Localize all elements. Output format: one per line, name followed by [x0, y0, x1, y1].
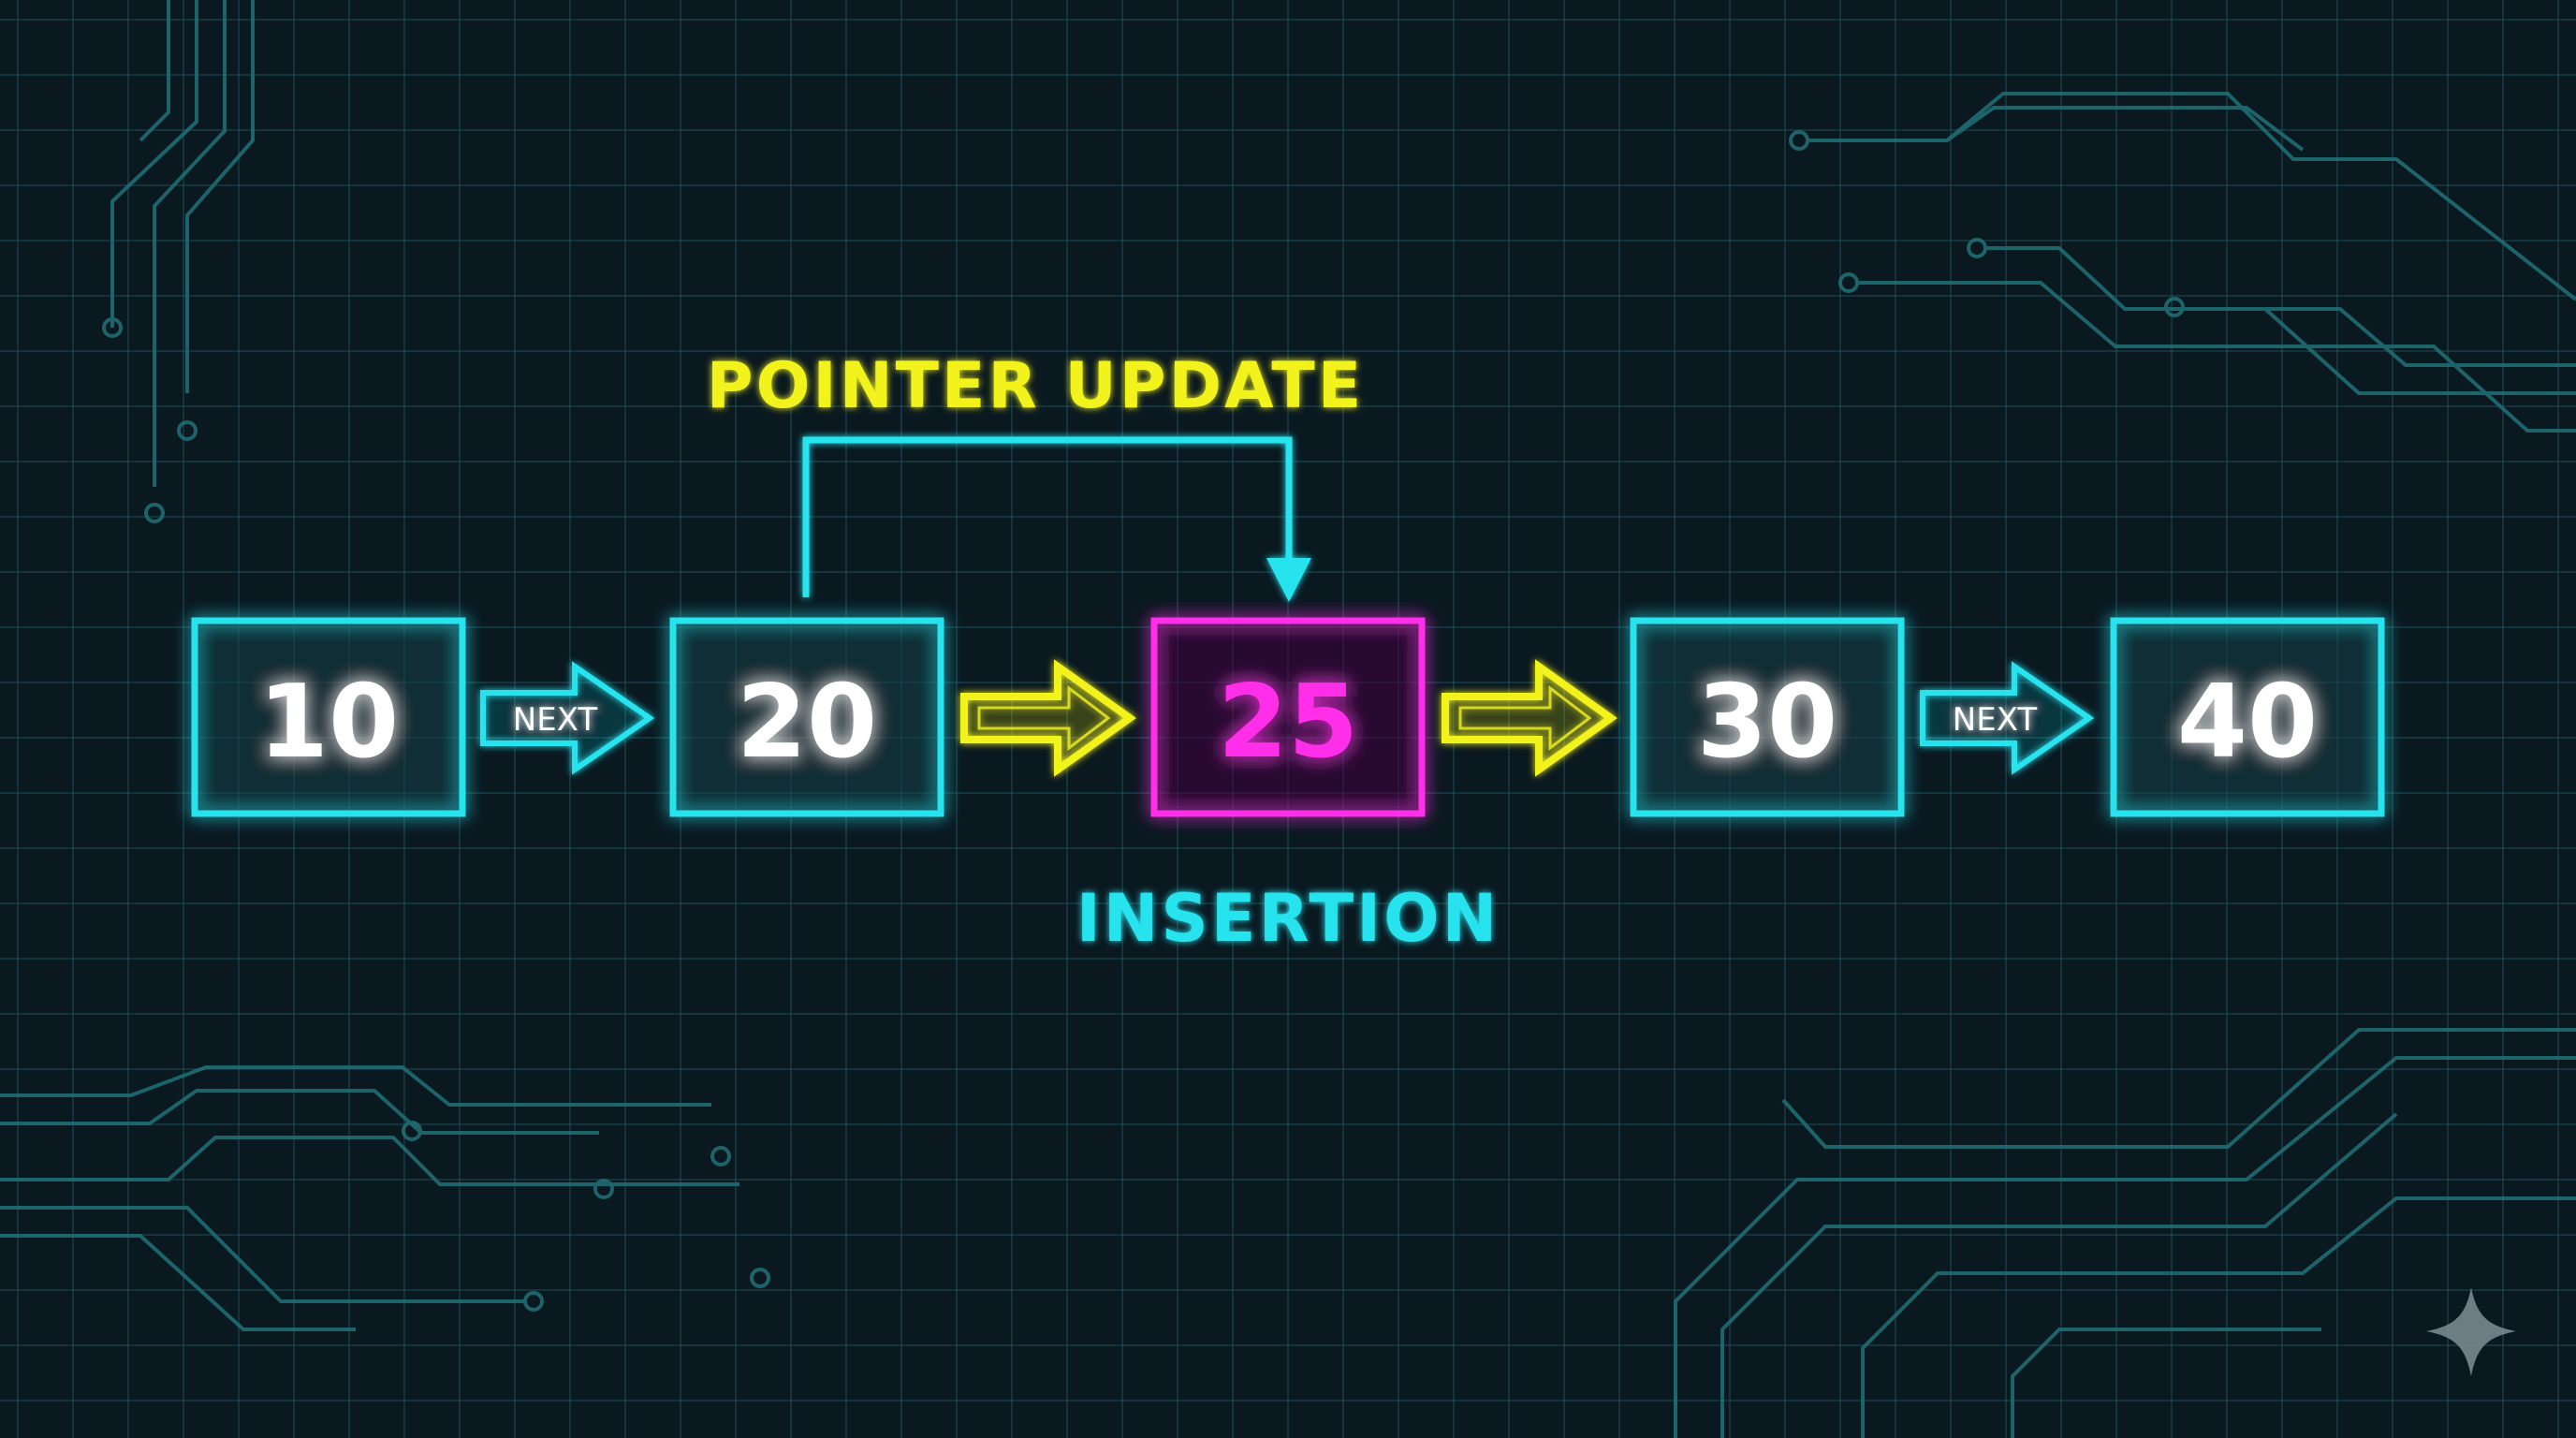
arrow-right-icon [1920, 661, 2095, 775]
node-box [191, 617, 466, 817]
next-label: NEXT [513, 701, 598, 739]
next-label: NEXT [1953, 701, 2038, 739]
node-box [1150, 617, 1426, 817]
arrow-right-icon [480, 661, 655, 775]
arrow-right-icon [960, 659, 1136, 777]
arrow-right-icon [1442, 659, 1617, 777]
node-value: 40 [2177, 664, 2318, 781]
node-box [1630, 617, 1905, 817]
node-10: 10 [191, 617, 466, 817]
pointer-arrow-20-to-25 [960, 659, 1136, 777]
node-box [2110, 617, 2385, 817]
node-box [669, 617, 944, 817]
node-value: 10 [258, 664, 399, 781]
pointer-arrow-25-to-30 [1442, 659, 1617, 777]
node-40: 40 [2110, 617, 2385, 817]
node-30: 30 [1630, 617, 1905, 817]
pointer-update-label: POINTER UPDATE [707, 349, 1364, 423]
next-arrow-1: NEXT [480, 661, 655, 775]
node-value: 20 [737, 664, 877, 781]
node-value: 30 [1697, 664, 1837, 781]
down-arrow-head-icon [1266, 558, 1311, 602]
sparkle-icon [2426, 1287, 2516, 1376]
pointer-update-connector [802, 436, 1311, 602]
insertion-label: INSERTION [1076, 880, 1500, 957]
node-25-inserted: 25 [1150, 617, 1426, 817]
next-arrow-2: NEXT [1920, 661, 2095, 775]
node-value: 25 [1218, 664, 1358, 781]
node-20: 20 [669, 617, 944, 817]
